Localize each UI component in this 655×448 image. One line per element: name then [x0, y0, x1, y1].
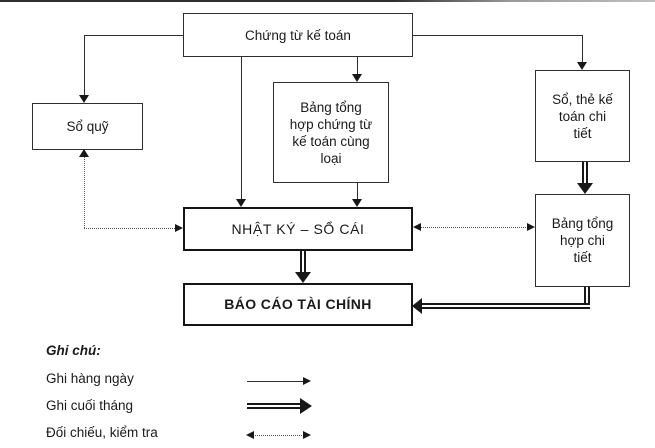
node-bao-cao-tai-chinh: BÁO CÁO TÀI CHÍNH — [183, 283, 413, 326]
top-edge-rule — [0, 0, 655, 2]
arrowhead-big-down-into-bangchitiet — [577, 183, 593, 194]
connector-bangchitiet-baocao-thick-h — [421, 303, 590, 309]
arrowhead-down-into-bangth — [352, 74, 362, 82]
connector-bangchitiet-baocao-thick-v — [584, 287, 590, 309]
connector-chungtu-sothe-hline — [413, 35, 582, 36]
arrowhead-down-into-nhatky-right — [352, 199, 362, 207]
arrowhead-down-into-soquy — [79, 95, 89, 103]
arrowhead-down-into-sothe — [577, 62, 587, 70]
connector-nhatky-bangchitiet-hdot — [420, 227, 528, 228]
legend-item-monthend-label: Ghi cuối tháng — [46, 398, 134, 413]
node-bang-tong-hop-chi-tiet: Bảng tổng hợp chi tiết — [535, 194, 630, 287]
connector-soquy-nhatky-vdot — [84, 157, 85, 228]
connector-chungtu-sothe-vline — [582, 35, 583, 63]
connector-chungtu-soquy-vline — [84, 35, 85, 96]
arrowhead-big-down-into-baocao — [295, 272, 311, 283]
node-so-the-ke-toan-chi-tiet: Sổ, thẻ kế toán chi tiết — [535, 70, 630, 162]
legend-reconcile-arrow-line — [253, 435, 304, 436]
connector-bangth-nhatky-vline — [357, 183, 358, 199]
node-bao-cao-tai-chinh-label: BÁO CÁO TÀI CHÍNH — [224, 296, 372, 312]
legend-monthend-arrow-line — [247, 403, 302, 409]
connector-chungtu-soquy-hline — [84, 35, 183, 36]
legend-reconcile-arrowhead-left — [246, 431, 254, 439]
node-bang-tong-hop-chung-tu-label: Bảng tổng hợp chứng từ kế toán cùng loại — [289, 99, 373, 166]
legend-title: Ghi chú: — [46, 343, 101, 358]
node-bang-tong-hop-chi-tiet-label: Bảng tổng hợp chi tiết — [551, 216, 614, 265]
connector-chungtu-nhatky-vline — [241, 57, 242, 199]
legend-reconcile-arrowhead-right — [303, 431, 311, 439]
arrowhead-big-left-into-baocao — [412, 298, 422, 314]
node-so-quy: Sổ quỹ — [32, 103, 143, 150]
node-chung-tu-ke-toan: Chứng từ kế toán — [183, 13, 413, 57]
legend-daily-arrowhead — [303, 377, 311, 385]
arrowhead-down-into-nhatky-left — [236, 199, 246, 207]
arrowhead-right-into-bangchitiet — [527, 223, 535, 231]
arrowhead-left-into-nhatky — [413, 223, 421, 231]
node-nhat-ky-so-cai-label: NHẬT KÝ – SỔ CÁI — [231, 220, 365, 237]
node-so-quy-label: Sổ quỹ — [66, 119, 109, 134]
legend-monthend-arrowhead — [300, 398, 312, 414]
legend-daily-arrow-line — [247, 381, 304, 382]
connector-soquy-nhatky-hdot — [84, 228, 175, 229]
legend-item-reconcile-label: Đối chiếu, kiểm tra — [46, 425, 158, 440]
connector-chungtu-bangth-vline — [357, 57, 358, 74]
arrowhead-up-into-soquy — [79, 149, 89, 157]
legend-item-daily-label: Ghi hàng ngày — [46, 371, 134, 386]
connector-sothe-bangchitiet-thick — [582, 162, 588, 184]
connector-nhatky-baocao-thick — [300, 251, 306, 274]
node-chung-tu-ke-toan-label: Chứng từ kế toán — [245, 27, 351, 43]
node-so-the-ke-toan-chi-tiet-label: Sổ, thẻ kế toán chi tiết — [552, 91, 613, 141]
arrowhead-right-into-nhatky — [175, 224, 183, 232]
node-nhat-ky-so-cai: NHẬT KÝ – SỔ CÁI — [183, 207, 413, 251]
node-bang-tong-hop-chung-tu: Bảng tổng hợp chứng từ kế toán cùng loại — [273, 82, 389, 183]
